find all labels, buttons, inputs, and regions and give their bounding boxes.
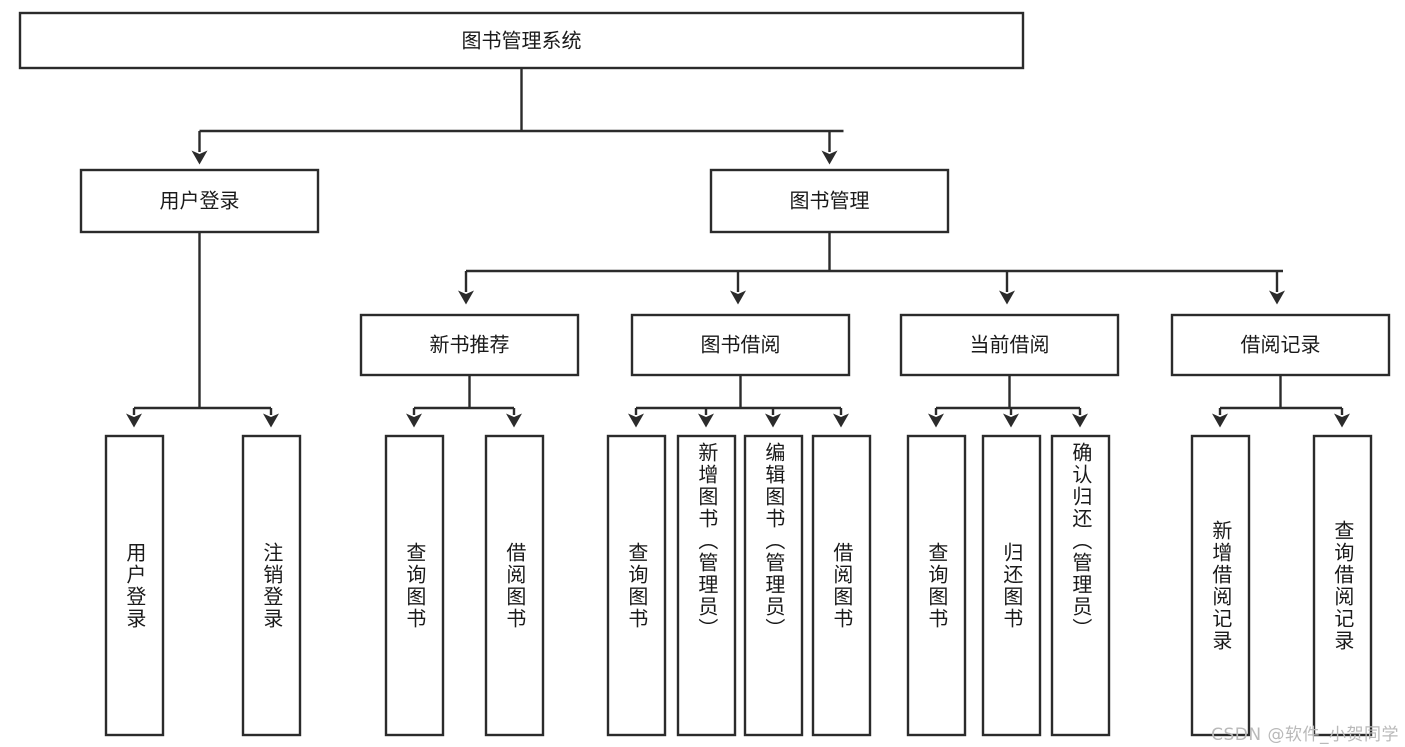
node-user-login-label: 用户登录 — [160, 189, 240, 213]
connector-bookmanage-to-level3 — [458, 232, 1285, 305]
node-root-label: 图书管理系统 — [462, 29, 582, 53]
node-leaf-add-record[interactable] — [1190, 434, 1251, 737]
node-borrow-record[interactable]: 借阅记录 — [1170, 313, 1391, 377]
connector-recommend-to-leaves — [406, 375, 522, 428]
connector-currentborrow-to-leaves — [928, 375, 1088, 428]
csdn-watermark: CSDN @软件_小贺同学 — [1211, 725, 1399, 745]
node-leaf-query-book-3[interactable] — [906, 434, 967, 737]
node-leaf-return-book[interactable] — [981, 434, 1042, 737]
node-leaf-query-book-2[interactable] — [606, 434, 667, 737]
connector-bookborrow-to-leaves — [628, 375, 849, 428]
node-new-book-recommend[interactable]: 新书推荐 — [359, 313, 580, 377]
node-leaf-edit-book[interactable] — [743, 434, 804, 737]
node-book-borrow[interactable]: 图书借阅 — [630, 313, 851, 377]
node-borrow-record-label: 借阅记录 — [1241, 333, 1321, 357]
connector-borrowrecord-to-leaves — [1212, 375, 1350, 428]
node-leaf-add-book[interactable] — [676, 434, 737, 737]
node-new-book-recommend-label: 新书推荐 — [430, 333, 510, 357]
node-current-borrow-label: 当前借阅 — [970, 333, 1050, 357]
node-leaf-user-login[interactable] — [104, 434, 165, 737]
node-leaf-user-logout[interactable] — [241, 434, 302, 737]
node-book-manage-label: 图书管理 — [790, 189, 870, 213]
connector-root-to-level2 — [191, 68, 844, 165]
node-leaf-borrow-book-2[interactable] — [811, 434, 872, 737]
node-current-borrow[interactable]: 当前借阅 — [899, 313, 1120, 377]
node-book-manage[interactable]: 图书管理 — [709, 168, 950, 234]
node-leaf-confirm-return[interactable] — [1050, 434, 1111, 737]
node-book-borrow-label: 图书借阅 — [701, 333, 781, 357]
node-user-login[interactable]: 用户登录 — [79, 168, 320, 234]
node-leaf-query-record[interactable] — [1312, 434, 1373, 737]
node-root[interactable]: 图书管理系统 — [18, 11, 1025, 70]
node-leaf-borrow-book-1[interactable] — [484, 434, 545, 737]
node-leaf-query-book-1[interactable] — [384, 434, 445, 737]
connector-userlogin-to-leaves — [126, 232, 279, 428]
